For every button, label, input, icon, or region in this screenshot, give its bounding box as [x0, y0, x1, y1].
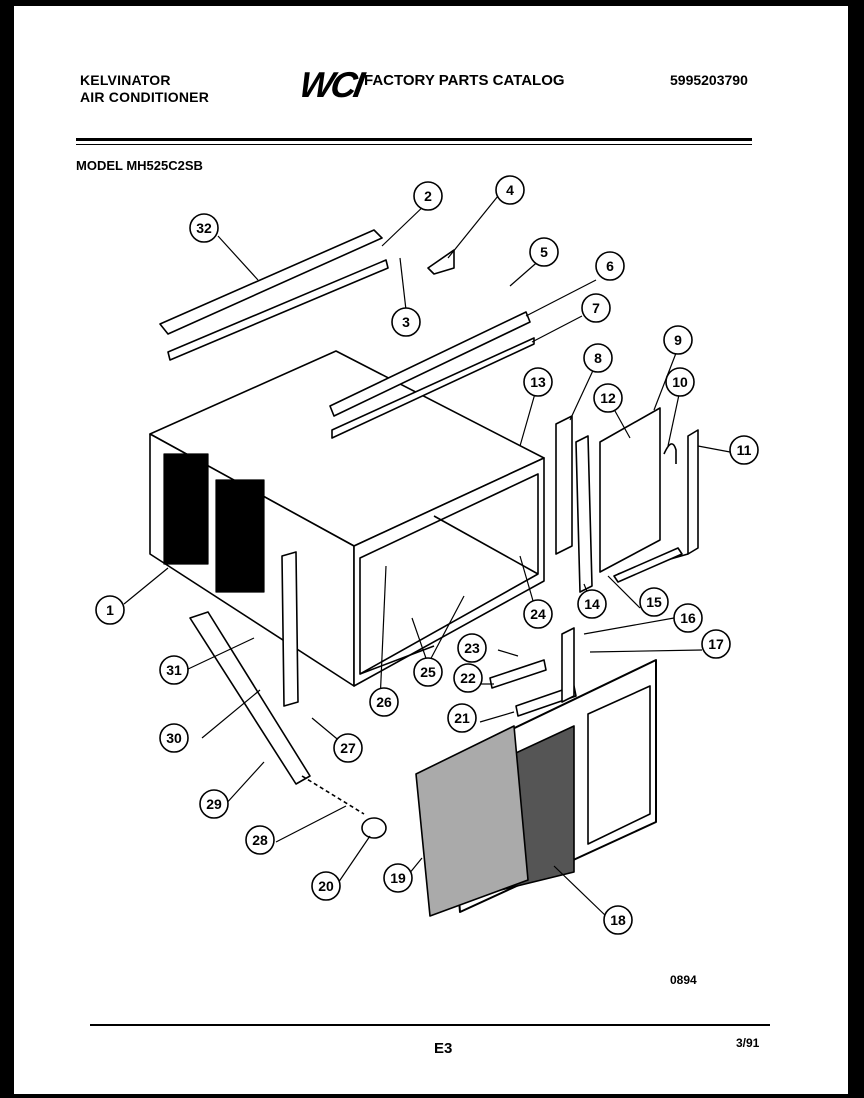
svg-text:12: 12	[600, 390, 616, 406]
svg-text:21: 21	[454, 710, 470, 726]
callout-10: 10	[665, 367, 695, 397]
cabinet-louvers	[163, 453, 265, 593]
catalog-sheet: KELVINATOR AIR CONDITIONER WCI FACTORY P…	[14, 6, 848, 1094]
bracket-22	[489, 659, 547, 689]
svg-text:10: 10	[672, 374, 688, 390]
strip-11	[687, 429, 699, 555]
catalog-title: FACTORY PARTS CATALOG	[364, 72, 565, 89]
callout-7: 7	[581, 293, 611, 323]
catalog-number: 5995203790	[670, 72, 748, 88]
page-number: E3	[434, 1040, 453, 1057]
exploded-parts-diagram: 1 2 3 4 5 6 7 8 9 10 11 12 13 14 15 16 1…	[95, 175, 759, 935]
svg-text:17: 17	[708, 636, 724, 652]
svg-text:9: 9	[674, 332, 682, 348]
callout-3: 3	[391, 307, 421, 337]
callout-5: 5	[529, 237, 559, 267]
knob-20	[361, 817, 387, 839]
svg-text:32: 32	[196, 220, 212, 236]
svg-text:8: 8	[594, 350, 602, 366]
callout-28: 28	[245, 825, 275, 855]
callout-17: 17	[701, 629, 731, 659]
rail-15	[613, 547, 683, 583]
svg-text:11: 11	[737, 442, 752, 458]
svg-text:22: 22	[460, 670, 476, 686]
brand-name: KELVINATOR	[80, 72, 171, 88]
callout-19: 19	[383, 863, 413, 893]
callout-16: 16	[673, 603, 703, 633]
callout-27: 27	[333, 733, 363, 763]
rail-32	[159, 229, 389, 361]
channel-8	[555, 415, 573, 555]
svg-text:16: 16	[680, 610, 696, 626]
callout-29: 29	[199, 789, 229, 819]
bracket-21	[515, 685, 577, 717]
svg-text:14: 14	[584, 596, 600, 612]
callout-14: 14	[577, 589, 607, 619]
svg-text:5: 5	[540, 244, 548, 260]
revision-date: 3/91	[736, 1036, 760, 1050]
callout-bubbles: 1 2 3 4 5 6 7 8 9 10 11 12 13 14 15 16 1…	[95, 175, 759, 935]
header-rule-thick	[76, 138, 752, 141]
panel-9	[599, 407, 661, 573]
svg-text:29: 29	[206, 796, 222, 812]
product-name: AIR CONDITIONER	[80, 89, 209, 105]
svg-text:13: 13	[530, 374, 546, 390]
svg-text:27: 27	[340, 740, 356, 756]
svg-text:28: 28	[252, 832, 268, 848]
callout-9: 9	[663, 325, 693, 355]
model-number: MODEL MH525C2SB	[76, 158, 203, 173]
channel-14	[575, 435, 593, 593]
callout-2: 2	[413, 181, 443, 211]
callout-12: 12	[593, 383, 623, 413]
svg-text:2: 2	[424, 188, 432, 204]
callout-18: 18	[603, 905, 633, 935]
strip-16	[561, 627, 575, 703]
callout-32: 32	[189, 213, 219, 243]
svg-text:4: 4	[506, 182, 514, 198]
svg-text:6: 6	[606, 258, 614, 274]
callout-13: 13	[523, 367, 553, 397]
header-rule-thin	[76, 144, 752, 145]
svg-text:31: 31	[166, 662, 182, 678]
callout-23: 23	[457, 633, 487, 663]
bracket-4	[427, 249, 455, 275]
svg-text:18: 18	[610, 912, 626, 928]
leg-upright	[281, 551, 299, 707]
pin-28	[301, 775, 365, 815]
callout-11: 11	[729, 435, 759, 465]
rail-6-7	[329, 311, 535, 439]
callout-6: 6	[595, 251, 625, 281]
svg-text:3: 3	[402, 314, 410, 330]
svg-text:19: 19	[390, 870, 406, 886]
callout-21: 21	[447, 703, 477, 733]
filter-19	[415, 725, 529, 917]
svg-text:15: 15	[646, 594, 662, 610]
callout-25: 25	[413, 657, 443, 687]
svg-text:1: 1	[106, 602, 114, 618]
drawing-code: 0894	[670, 973, 697, 987]
callout-26: 26	[369, 687, 399, 717]
svg-text:24: 24	[530, 606, 546, 622]
callout-4: 4	[495, 175, 525, 205]
callout-1: 1	[95, 595, 125, 625]
svg-text:30: 30	[166, 730, 182, 746]
svg-text:7: 7	[592, 300, 600, 316]
svg-text:23: 23	[464, 640, 480, 656]
callout-15: 15	[639, 587, 669, 617]
footer-rule	[90, 1024, 770, 1026]
header-brand-block: KELVINATOR AIR CONDITIONER	[80, 72, 209, 106]
callout-24: 24	[523, 599, 553, 629]
callout-20: 20	[311, 871, 341, 901]
svg-text:26: 26	[376, 694, 392, 710]
callout-31: 31	[159, 655, 189, 685]
svg-text:20: 20	[318, 878, 334, 894]
callout-8: 8	[583, 343, 613, 373]
callout-30: 30	[159, 723, 189, 753]
svg-text:25: 25	[420, 664, 436, 680]
callout-22: 22	[453, 663, 483, 693]
